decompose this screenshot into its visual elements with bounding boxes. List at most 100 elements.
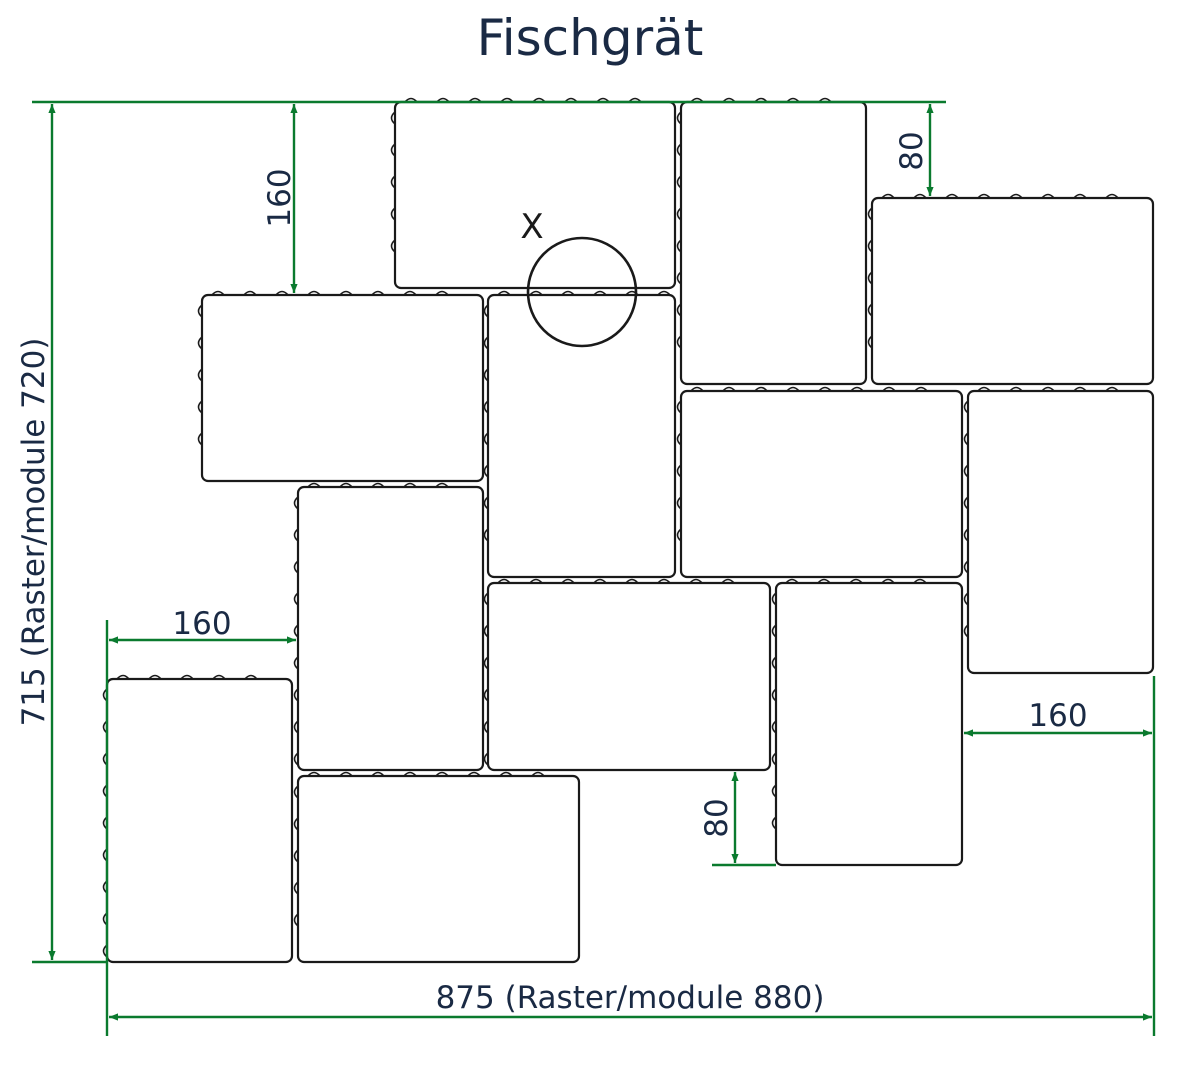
- spacer-nub: [676, 335, 682, 349]
- detail-label: X: [520, 207, 543, 247]
- spacer-nub: [483, 496, 489, 510]
- spacer-nub: [771, 720, 777, 734]
- spacer-nub: [293, 624, 299, 638]
- spacer-nub: [818, 386, 832, 392]
- spacer-nub: [754, 386, 768, 392]
- spacer-nub: [307, 771, 321, 777]
- spacer-nub: [293, 720, 299, 734]
- spacer-nub: [529, 578, 543, 584]
- spacer-nub: [881, 193, 895, 199]
- spacer-nub: [293, 752, 299, 766]
- spacer-nub: [483, 400, 489, 414]
- spacer-nub: [657, 578, 671, 584]
- spacer-nub: [529, 290, 543, 296]
- spacer-nub: [275, 290, 289, 296]
- spacer-nub: [867, 239, 873, 253]
- spacer-nub: [483, 432, 489, 446]
- spacer-nub: [390, 143, 396, 157]
- spacer-nub: [483, 464, 489, 478]
- spacer-nub: [867, 335, 873, 349]
- spacer-nub: [371, 290, 385, 296]
- spacer-nub: [913, 578, 927, 584]
- dim-top-right-offset-label: 80: [894, 131, 930, 170]
- spacer-nub: [293, 528, 299, 542]
- spacer-nub: [390, 111, 396, 125]
- spacer-nub: [849, 578, 863, 584]
- spacer-nub: [293, 849, 299, 863]
- spacer-nub: [561, 290, 575, 296]
- spacer-nub: [197, 368, 203, 382]
- spacer-nub: [293, 560, 299, 574]
- spacer-nub: [786, 386, 800, 392]
- spacer-nub: [371, 771, 385, 777]
- spacer-nub: [593, 578, 607, 584]
- spacer-nub: [435, 771, 449, 777]
- spacer-nub: [676, 175, 682, 189]
- spacer-nub: [676, 207, 682, 221]
- spacer-nub: [593, 290, 607, 296]
- spacer-nub: [1105, 193, 1119, 199]
- spacer-nub: [914, 386, 928, 392]
- dim-height-label: 715 (Raster/module 720): [16, 338, 52, 727]
- spacer-nub: [721, 578, 735, 584]
- spacer-nub: [293, 881, 299, 895]
- spacer-nub: [293, 913, 299, 927]
- spacer-nub: [371, 482, 385, 488]
- spacer-nub: [243, 290, 257, 296]
- paver-12: [296, 774, 581, 964]
- spacer-nub: [435, 290, 449, 296]
- spacer-nub: [676, 303, 682, 317]
- spacer-nub: [497, 578, 511, 584]
- paver-2: [679, 100, 868, 386]
- spacer-nub: [483, 688, 489, 702]
- spacer-nub: [483, 304, 489, 318]
- paver-10: [774, 581, 964, 867]
- spacer-nub: [212, 674, 226, 680]
- spacer-nub: [244, 674, 258, 680]
- spacer-nub: [963, 432, 969, 446]
- dim-right-width-label: 160: [1028, 698, 1087, 734]
- spacer-nub: [180, 674, 194, 680]
- paver-4: [200, 293, 485, 483]
- spacer-nub: [676, 111, 682, 125]
- spacer-nub: [1073, 193, 1087, 199]
- spacer-nub: [293, 656, 299, 670]
- spacer-nub: [339, 290, 353, 296]
- spacer-nub: [771, 624, 777, 638]
- spacer-nub: [771, 688, 777, 702]
- spacer-nub: [867, 271, 873, 285]
- spacer-nub: [197, 400, 203, 414]
- spacer-nub: [403, 290, 417, 296]
- spacer-nub: [676, 400, 682, 414]
- paver-6: [679, 389, 964, 579]
- spacer-nub: [483, 720, 489, 734]
- paver-8: [296, 485, 485, 772]
- spacer-nub: [690, 386, 704, 392]
- spacer-nub: [1009, 193, 1023, 199]
- spacer-nub: [293, 688, 299, 702]
- spacer-nub: [771, 752, 777, 766]
- paver-11: [105, 677, 294, 964]
- spacer-nub: [390, 175, 396, 189]
- paver-1: [393, 100, 677, 290]
- spacer-nub: [771, 816, 777, 830]
- dim-bottom-offset-label: 80: [699, 798, 735, 837]
- spacer-nub: [197, 432, 203, 446]
- spacer-nub: [403, 482, 417, 488]
- spacer-nub: [483, 656, 489, 670]
- spacer-nub: [1073, 386, 1087, 392]
- paver-group: [105, 100, 1155, 964]
- spacer-nub: [211, 290, 225, 296]
- spacer-nub: [483, 528, 489, 542]
- drawing-title: Fischgrät: [477, 9, 704, 67]
- spacer-nub: [676, 464, 682, 478]
- spacer-nub: [561, 578, 575, 584]
- spacer-nub: [307, 482, 321, 488]
- paver-3: [870, 196, 1155, 386]
- spacer-nub: [657, 290, 671, 296]
- spacer-nub: [293, 785, 299, 799]
- spacer-nub: [867, 303, 873, 317]
- spacer-nub: [390, 239, 396, 253]
- spacer-nub: [977, 193, 991, 199]
- spacer-nub: [676, 528, 682, 542]
